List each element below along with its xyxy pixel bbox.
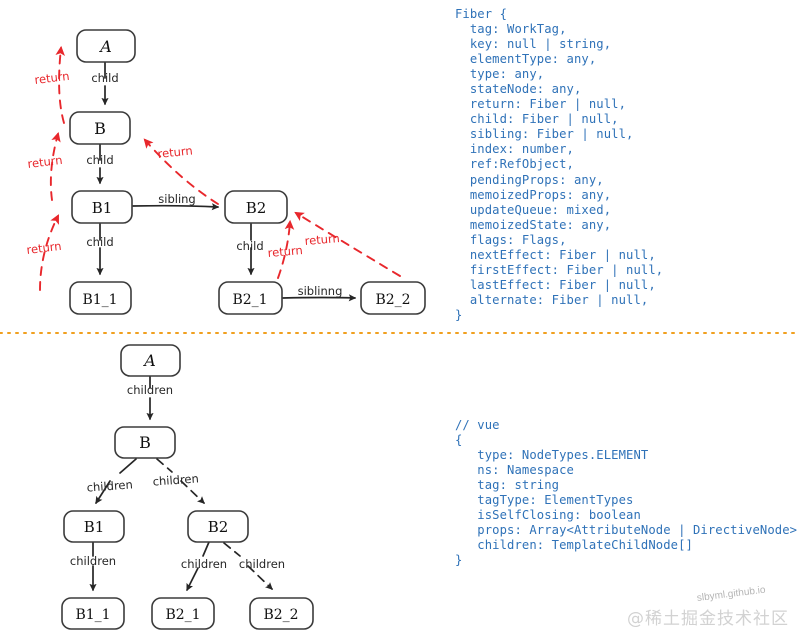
vue-node-B[interactable]: B bbox=[114, 426, 176, 459]
node-B1_1-label: B1_1 bbox=[82, 292, 117, 308]
label-children-B-B1: children bbox=[86, 477, 133, 494]
vue-node-B-label: B bbox=[139, 433, 151, 452]
return-B2_2-to-B2 bbox=[294, 211, 401, 277]
vue-node-B2-label: B2 bbox=[208, 518, 229, 536]
label-children-B-B2: children bbox=[152, 471, 199, 488]
label-children-B2-B2_1: children bbox=[181, 557, 227, 571]
fiber-return-labels: return return return return return retur… bbox=[26, 69, 341, 260]
label-child-B-B1: child bbox=[86, 153, 113, 167]
node-B2[interactable]: B2 bbox=[224, 190, 288, 224]
edge-B2-children-B2_1 bbox=[187, 541, 210, 590]
vue-node-A[interactable]: A bbox=[120, 344, 181, 377]
return-B1_1-to-B1 bbox=[39, 214, 59, 291]
edge-B-children-B1 bbox=[96, 458, 137, 503]
node-A-label: A bbox=[98, 37, 112, 56]
vue-edge-labels: children children children children chil… bbox=[70, 383, 285, 571]
return-B-to-A bbox=[55, 45, 65, 124]
node-B2_2-label: B2_2 bbox=[375, 292, 410, 308]
vue-node-B2_2-box bbox=[249, 597, 314, 630]
node-B1_1[interactable]: B1_1 bbox=[69, 281, 132, 315]
node-B2-box bbox=[224, 190, 288, 224]
label-children-B2-B2_2: children bbox=[239, 557, 285, 571]
node-B2_1-label: B2_1 bbox=[232, 292, 267, 308]
return-B2-to-B bbox=[143, 138, 219, 205]
edge-B-children-B2 bbox=[156, 458, 204, 503]
fiber-tree-diagram: child child sibling child child siblinng… bbox=[26, 29, 426, 315]
node-B1-label: B1 bbox=[92, 199, 113, 217]
return-B1-to-B bbox=[49, 131, 61, 201]
label-child-B1-B1_1: child bbox=[86, 235, 113, 249]
fiber-nodes: A B B1 B2 B1_1 B2_1 bbox=[69, 29, 426, 315]
vue-node-B2_1-label: B2_1 bbox=[165, 607, 200, 623]
fiber-type-code-block: Fiber { tag: WorkTag, key: null | string… bbox=[455, 7, 664, 322]
fiber-structural-edges bbox=[100, 61, 357, 302]
vue-node-B1_1-label: B1_1 bbox=[75, 607, 110, 623]
node-B-box bbox=[69, 111, 131, 145]
node-A-box bbox=[76, 29, 136, 63]
edge-B2_1-sibling-B2_2 bbox=[282, 294, 357, 302]
edge-B1-sibling-B2 bbox=[132, 203, 220, 211]
fiber-edge-labels: child child sibling child child siblinng bbox=[86, 71, 342, 298]
vue-node-B1_1[interactable]: B1_1 bbox=[61, 597, 125, 630]
vue-node-B1_1-box bbox=[61, 597, 125, 630]
vue-edges bbox=[93, 375, 272, 590]
label-sibling-B1-B2: sibling bbox=[158, 192, 195, 206]
vue-node-B1-label: B1 bbox=[84, 518, 105, 536]
node-B[interactable]: B bbox=[69, 111, 131, 145]
node-B2_2-box bbox=[360, 281, 426, 315]
node-B2_1-box bbox=[218, 281, 283, 315]
label-sibling-B2_1-B2_2: siblinng bbox=[298, 284, 343, 298]
vue-node-B2_1-box bbox=[151, 597, 215, 630]
vue-tree-diagram: children children children children chil… bbox=[61, 344, 314, 630]
label-child-A-B: child bbox=[91, 71, 118, 85]
label-return-B2-B: return bbox=[157, 143, 193, 161]
vue-node-B1[interactable]: B1 bbox=[63, 510, 125, 543]
return-B2_1-to-B2 bbox=[277, 219, 295, 279]
vue-node-A-box bbox=[120, 344, 181, 377]
label-children-A-B: children bbox=[127, 383, 173, 397]
vue-node-A-label: A bbox=[142, 351, 156, 370]
vue-node-B-box bbox=[114, 426, 176, 459]
vue-nodes: A B B1 B2 B1_1 B2_1 bbox=[61, 344, 314, 630]
vue-node-B2[interactable]: B2 bbox=[187, 510, 249, 543]
vue-node-B2_2-label: B2_2 bbox=[263, 607, 298, 623]
vue-node-B2_1[interactable]: B2_1 bbox=[151, 597, 215, 630]
label-return-B1_1-B1: return bbox=[26, 239, 63, 257]
label-return-B2_1-B2: return bbox=[267, 243, 303, 260]
label-child-B2-B2_1: child bbox=[236, 239, 263, 253]
vue-node-B2-box bbox=[187, 510, 249, 543]
edge-B2-children-B2_2 bbox=[223, 542, 272, 589]
vue-node-B2_2[interactable]: B2_2 bbox=[249, 597, 314, 630]
node-A[interactable]: A bbox=[76, 29, 136, 63]
label-children-B1-B1_1: children bbox=[70, 554, 116, 568]
node-B-label: B bbox=[94, 119, 106, 138]
fiber-return-edges bbox=[39, 45, 401, 291]
node-B1_1-box bbox=[69, 281, 132, 315]
vue-node-B1-box bbox=[63, 510, 125, 543]
label-return-B-A: return bbox=[34, 69, 71, 87]
node-B2_1[interactable]: B2_1 bbox=[218, 281, 283, 315]
node-B2_2[interactable]: B2_2 bbox=[360, 281, 426, 315]
node-B1-box bbox=[71, 190, 133, 224]
label-return-B2_2-B2: return bbox=[304, 231, 340, 248]
vue-ast-code-block: // vue { type: NodeTypes.ELEMENT ns: Nam… bbox=[455, 418, 798, 568]
node-B1[interactable]: B1 bbox=[71, 190, 133, 224]
label-return-B1-B: return bbox=[27, 153, 64, 171]
node-B2-label: B2 bbox=[246, 199, 267, 217]
